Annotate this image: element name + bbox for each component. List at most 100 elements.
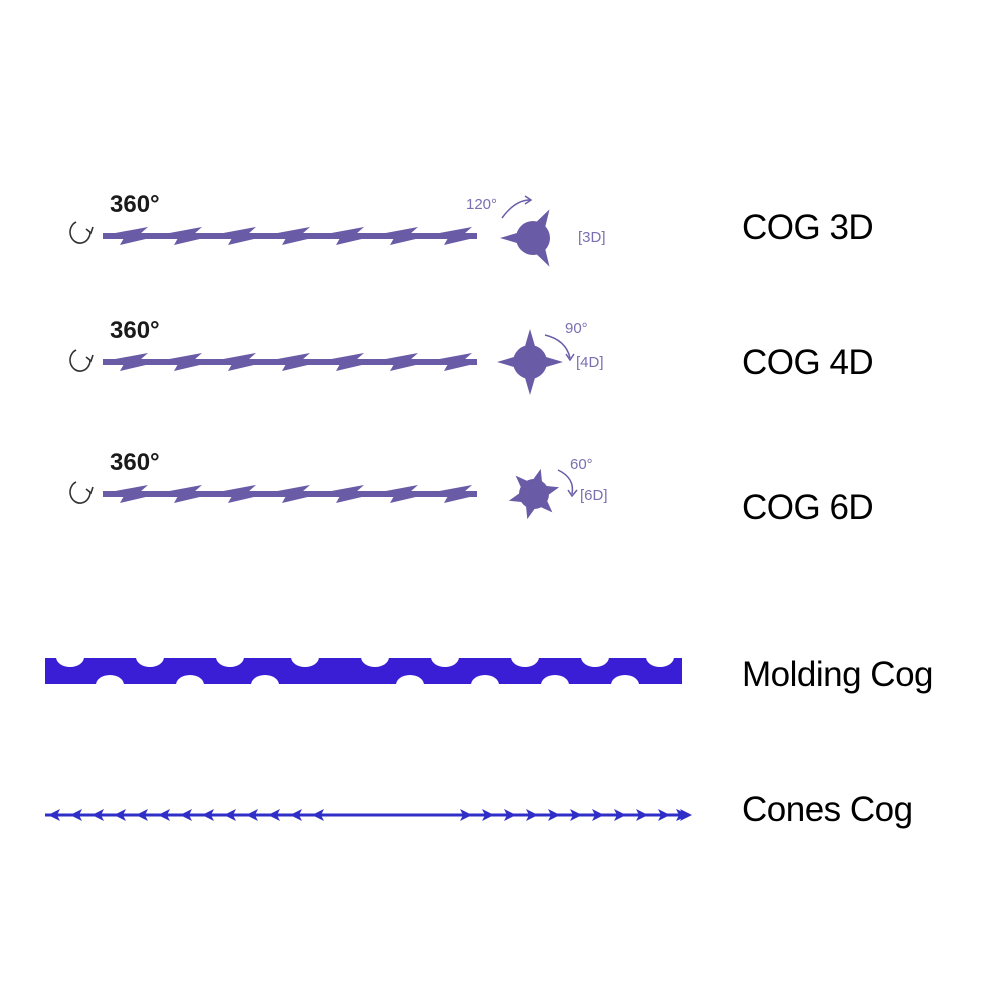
barb <box>326 353 364 360</box>
cone <box>202 809 214 821</box>
cross-section-core <box>516 221 550 255</box>
barb <box>444 496 474 503</box>
barb <box>434 353 472 360</box>
barb <box>164 353 202 360</box>
barb <box>110 227 148 234</box>
barb <box>282 496 312 503</box>
barb <box>444 364 474 371</box>
thread-shaft <box>103 233 477 239</box>
barb <box>282 238 312 245</box>
barb <box>326 485 364 492</box>
molding-notch <box>251 675 279 685</box>
spike <box>531 468 543 484</box>
cog-3d-group: 360° 120° [3D] <box>69 191 606 267</box>
spike <box>524 375 536 395</box>
molding-notch <box>471 675 499 685</box>
barb <box>218 227 256 234</box>
angle-arrow-icon <box>557 469 578 498</box>
spike <box>525 504 537 520</box>
cone <box>614 809 626 821</box>
cone <box>268 809 280 821</box>
cone <box>592 809 604 821</box>
molding-notch <box>611 675 639 685</box>
cone <box>48 809 60 821</box>
molding-notch <box>511 657 539 667</box>
cog-6d-angle: 60° <box>570 456 593 473</box>
angle-arrow-icon <box>544 334 575 362</box>
molding-notch <box>581 657 609 667</box>
cog-3d-label: COG 3D <box>742 208 874 247</box>
barb <box>434 485 472 492</box>
rotation-arrow-icon <box>69 349 94 372</box>
cone <box>114 809 126 821</box>
cog-4d-label: COG 4D <box>742 343 874 382</box>
cone <box>312 809 324 821</box>
cog-6d-cross-section <box>508 468 560 520</box>
cone <box>636 809 648 821</box>
barb <box>228 496 258 503</box>
barb <box>336 364 366 371</box>
barb <box>174 496 204 503</box>
molding-notch <box>136 657 164 667</box>
cog-4d-group: 360° 90° [4D] <box>69 317 604 395</box>
spike <box>508 491 524 503</box>
molding-notch <box>646 657 674 667</box>
barb <box>228 364 258 371</box>
barb <box>272 485 310 492</box>
spike <box>544 485 560 497</box>
barb <box>110 353 148 360</box>
barb <box>390 496 420 503</box>
spike <box>515 475 530 490</box>
molding-notch <box>396 675 424 685</box>
barb <box>120 238 150 245</box>
barb <box>272 227 310 234</box>
cone <box>504 809 516 821</box>
spike <box>497 356 517 368</box>
cone <box>70 809 82 821</box>
spike <box>543 356 563 368</box>
barb <box>164 485 202 492</box>
molding-notch <box>96 675 124 685</box>
barb <box>272 353 310 360</box>
spike <box>538 498 553 513</box>
barb <box>164 227 202 234</box>
cog-4d-cross-section <box>497 329 563 395</box>
barb <box>390 238 420 245</box>
cog-6d-thread <box>103 485 477 503</box>
cone <box>482 809 494 821</box>
cog-4d-rotation: 360° <box>110 317 160 344</box>
barb <box>174 238 204 245</box>
cone <box>570 809 582 821</box>
barb <box>120 364 150 371</box>
molding-notch <box>361 657 389 667</box>
spike <box>500 232 520 244</box>
spike <box>524 329 536 349</box>
cog-4d-thread <box>103 353 477 371</box>
cone <box>526 809 538 821</box>
barb <box>228 238 258 245</box>
cone <box>224 809 236 821</box>
cog-6d-group: 360° 60° [6D] <box>69 449 608 520</box>
barb <box>444 238 474 245</box>
cog-3d-thread <box>103 227 477 245</box>
barb <box>110 485 148 492</box>
molding-cog-label: Molding Cog <box>742 655 934 694</box>
molding-notch <box>431 657 459 667</box>
cone <box>290 809 302 821</box>
barb <box>336 238 366 245</box>
rotation-arrow-icon <box>69 221 94 244</box>
cog-4d-tag: [4D] <box>576 354 604 371</box>
cog-6d-tag: [6D] <box>580 487 608 504</box>
molding-notch <box>541 675 569 685</box>
cog-3d-tag: [3D] <box>578 229 606 246</box>
molding-cog-thread <box>45 657 682 685</box>
cog-4d-angle: 90° <box>565 320 588 337</box>
barb <box>120 496 150 503</box>
cog-6d-label: COG 6D <box>742 488 874 527</box>
molding-notch <box>216 657 244 667</box>
barb <box>380 353 418 360</box>
cone <box>180 809 192 821</box>
thread-shaft <box>103 359 477 365</box>
cog-3d-angle: 120° <box>466 196 497 213</box>
